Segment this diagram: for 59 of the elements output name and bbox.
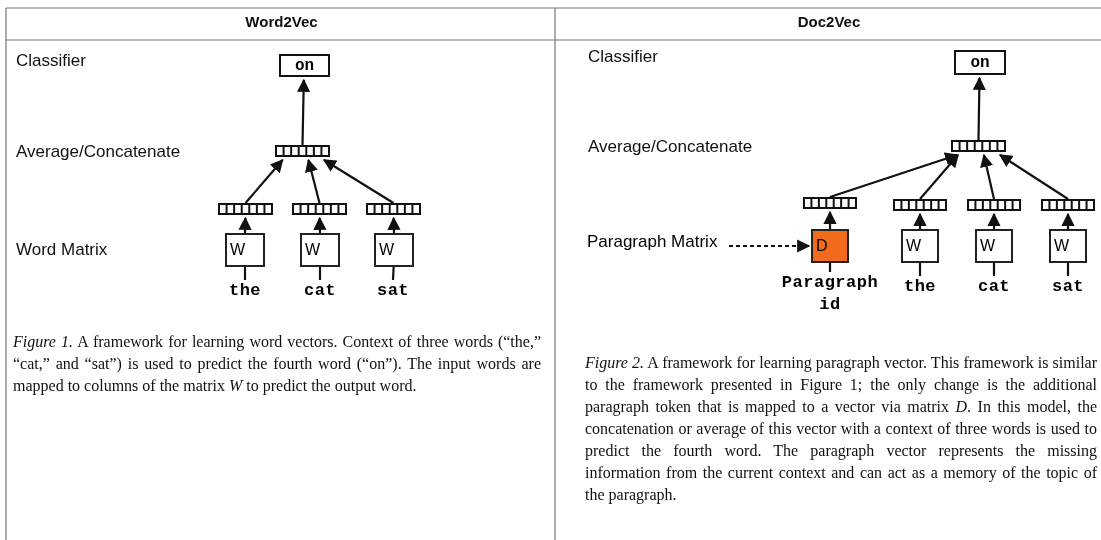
arrow (305, 158, 321, 204)
output-word-box: on (954, 50, 1006, 75)
connector-line (243, 267, 247, 280)
vector-bar (803, 197, 857, 209)
arrow (998, 154, 1069, 200)
vector-bar (967, 199, 1021, 211)
input-word: cat (295, 280, 345, 302)
side-label: Paragraph Matrix (587, 231, 727, 253)
arrow (1061, 212, 1075, 229)
matrix-box: W (300, 233, 340, 267)
figure-caption: Figure 2. A framework for learning paragraph vector. This framework is similar to the framework presented in Figure 1; the only change is the additional paragraph token that is mapped to a vector via matrix D. In this model, the concatenation or average of this vector with a context of three words is used to predict the fourth word. The paragraph vector represents the missing information from the current context and can act as a memory of the topic of the paragraph. (585, 353, 1097, 506)
vector-bar (893, 199, 947, 211)
column-header: Word2Vec (244, 13, 319, 30)
matrix-box: W (901, 229, 939, 263)
connector-line (918, 263, 922, 276)
arrow (980, 153, 996, 200)
output-word-box: on (279, 54, 330, 77)
arrow (919, 154, 959, 200)
matrix-box: W (225, 233, 265, 267)
arrow (823, 210, 837, 229)
arrow (244, 159, 284, 204)
input-word: the (220, 280, 270, 302)
dashed-arrow (729, 239, 811, 253)
input-word: cat (969, 276, 1019, 298)
arrow (972, 76, 986, 140)
vector-bar (292, 203, 347, 215)
figure-caption: Figure 1. A framework for learning word vectors. Context of three words (“the,” “cat,” and “sat”) is used to predict the fourth word (“on”). The input words are mapped to columns of the matrix W to predict the output word. (13, 332, 541, 397)
matrix-box: W (374, 233, 414, 267)
arrow (829, 152, 959, 199)
connector-line (1066, 263, 1070, 276)
input-word: Paragraph id (775, 272, 885, 316)
input-word: sat (368, 280, 418, 302)
vector-bar (951, 140, 1006, 152)
arrow (296, 78, 311, 146)
vector-bar (366, 203, 421, 215)
arrow (913, 212, 927, 229)
row-label: Average/Concatenate (16, 142, 181, 162)
arrow (322, 159, 395, 204)
vector-bar (1041, 199, 1095, 211)
arrow (238, 216, 252, 234)
matrix-box: W (975, 229, 1013, 263)
input-word: sat (1043, 276, 1093, 298)
row-label: Classifier (588, 47, 658, 67)
matrix-box: W (1049, 229, 1087, 263)
row-label: Average/Concatenate (588, 137, 753, 157)
arrow (387, 216, 401, 234)
connector-line (992, 263, 996, 276)
arrow (987, 212, 1001, 229)
arrow (313, 216, 327, 234)
row-label: Classifier (16, 51, 86, 71)
column-header: Doc2Vec (796, 13, 862, 30)
connector-line (828, 263, 832, 272)
row-label: Word Matrix (16, 240, 108, 260)
connector-line (391, 266, 395, 281)
vector-bar (275, 145, 330, 157)
input-word: the (895, 276, 945, 298)
paragraph-matrix-box: D (811, 229, 849, 263)
connector-line (318, 267, 322, 280)
vector-bar (218, 203, 273, 215)
